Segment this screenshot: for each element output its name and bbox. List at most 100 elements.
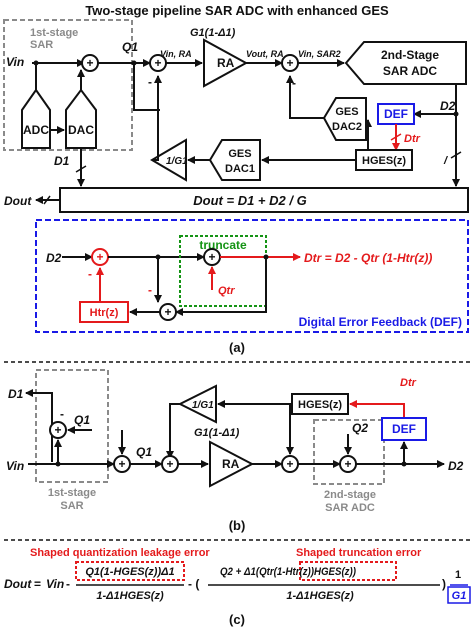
panel-c-label: (c) xyxy=(229,612,245,627)
panel-a-label: (a) xyxy=(229,340,245,355)
summer2-minus: - xyxy=(148,75,152,89)
vout-ra-label: Vout, RA xyxy=(246,49,284,59)
b-dtr-label: Dtr xyxy=(400,377,417,389)
summer3-minus: - xyxy=(292,76,296,90)
ges-dac1-line2: DAC1 xyxy=(225,163,255,175)
def-d2-label: D2 xyxy=(46,251,62,265)
d1-label: D1 xyxy=(54,154,70,168)
b-d1-label: D1 xyxy=(8,387,24,401)
stage1-sar-box xyxy=(3,19,133,151)
b-stage2-box xyxy=(313,419,385,485)
b-summer3-plus: + xyxy=(286,457,293,471)
panel-b: D1 1/G1 HGES(z) Dtr DEF + Q1 - Vin + Q1 xyxy=(6,369,464,533)
panel-b-label: (b) xyxy=(229,518,246,533)
stage2-line1: 2nd-Stage xyxy=(381,48,439,62)
d1-bus-slash xyxy=(75,165,87,173)
b-dtr-wire xyxy=(349,400,405,420)
adc-block xyxy=(21,88,51,149)
def-detail-box xyxy=(35,219,469,333)
def-fb-wire1 xyxy=(175,257,267,316)
b-stage1-line2: SAR xyxy=(60,500,83,512)
b-d1-wire xyxy=(25,389,53,462)
d2-bus-label: / xyxy=(443,155,449,167)
b-summer-q1-minus: - xyxy=(60,407,64,421)
ges-dac2-block xyxy=(322,97,367,141)
b-inv-g1-block xyxy=(177,384,217,424)
htr-label: Htr(z) xyxy=(90,307,119,319)
def-summer-fb-plus: + xyxy=(164,305,171,319)
b-invg-to-summer-wire xyxy=(166,403,180,459)
dtr-label: Dtr xyxy=(404,133,421,145)
b-q1-in-label: Q1 xyxy=(74,413,90,427)
ges-dac1-block xyxy=(208,139,261,181)
b-ra-label: RA xyxy=(222,457,240,471)
summer1-plus: + xyxy=(86,56,93,70)
vin-sar2-label: Vin, SAR2 xyxy=(298,49,341,59)
inv-g1-label: 1/G1 xyxy=(166,156,188,167)
c-g1: G1 xyxy=(452,590,467,602)
b-hges-label: HGES(z) xyxy=(298,399,342,411)
c-den2: 1-Δ1HGES(z) xyxy=(286,590,354,602)
figure-title: Two-stage pipeline SAR ADC with enhanced… xyxy=(85,3,389,18)
qtr-label: Qtr xyxy=(218,285,235,297)
hges-label: HGES(z) xyxy=(362,155,406,167)
q1-label: Q1 xyxy=(122,40,138,54)
c-minus2: - ( xyxy=(188,577,199,591)
b-q1-out-label: Q1 xyxy=(136,445,152,459)
b-stage2-line2: SAR ADC xyxy=(325,502,375,514)
b-summer2-plus: + xyxy=(166,457,173,471)
b-ra-amplifier xyxy=(209,440,255,488)
stage2-line2: SAR ADC xyxy=(383,64,438,78)
dac-label: DAC xyxy=(68,123,94,137)
b-d2-label: D2 xyxy=(448,459,464,473)
adc-label: ADC xyxy=(23,123,49,137)
summer2-plus: + xyxy=(154,56,161,70)
c-eq: = xyxy=(34,577,41,591)
stage2-sar-adc xyxy=(344,41,467,85)
c-trunc-label: Shaped truncation error xyxy=(296,547,422,559)
b-summer4-plus: + xyxy=(344,457,351,471)
inv-g1-block xyxy=(150,138,187,182)
def-label: DEF xyxy=(384,107,408,121)
b-summer-q1-plus: + xyxy=(54,423,61,437)
dout-combiner-block xyxy=(59,187,469,213)
def-summer-red-plus: + xyxy=(96,250,103,264)
def-summer-red-minus: - xyxy=(88,267,92,281)
b-d2-node xyxy=(401,461,407,467)
c-num2: Q2 + Δ1(Qtr(1-Htr(z))HGES(z)) xyxy=(220,566,356,578)
b-stage2-line1: 2nd-stage xyxy=(324,489,376,501)
c-trunc-box xyxy=(299,561,397,581)
vin-ra-label: Vin, RA xyxy=(160,49,192,59)
dac-block xyxy=(65,88,97,149)
b-def-label: DEF xyxy=(392,422,416,436)
d2-bus-slash xyxy=(450,151,462,159)
def-fb-minus: - xyxy=(148,283,152,297)
c-g1-box xyxy=(447,586,471,604)
stage1-label-line1: 1st-stage xyxy=(30,27,78,39)
c-vin: Vin xyxy=(46,577,64,591)
c-dout: Dout xyxy=(4,577,32,591)
c-num1: Q1(1-HGES(z))Δ1 xyxy=(85,566,174,578)
ra-label: RA xyxy=(217,56,235,70)
def-summer-trunc-plus: + xyxy=(208,250,215,264)
invg-to-summer2-wire xyxy=(152,75,162,161)
b-stage1-box xyxy=(35,369,109,483)
ges-dac2-line1: GES xyxy=(335,106,358,118)
dtr-bus-slash xyxy=(390,133,402,141)
htr-block xyxy=(79,301,129,323)
b-summer1-plus: + xyxy=(118,457,125,471)
dout-equation: Dout = D1 + D2 / G xyxy=(193,193,306,208)
b-def-block xyxy=(381,417,427,441)
vin-label: Vin xyxy=(6,55,24,69)
ra-gain-label: G1(1-Δ1) xyxy=(190,27,236,39)
b-inv-g1-label: 1/G1 xyxy=(192,400,214,411)
def-caption: Digital Error Feedback (DEF) xyxy=(299,315,462,329)
ra-amplifier xyxy=(203,38,249,88)
panel-c: Shaped quantization leakage error Shaped… xyxy=(4,547,471,627)
b-summer-q1 xyxy=(49,421,67,439)
b-vin-label: Vin xyxy=(6,459,24,473)
b-ra-gain-label: G1(1-Δ1) xyxy=(194,427,240,439)
ges-dac1-line1: GES xyxy=(228,148,251,160)
summer3-plus: + xyxy=(286,56,293,70)
